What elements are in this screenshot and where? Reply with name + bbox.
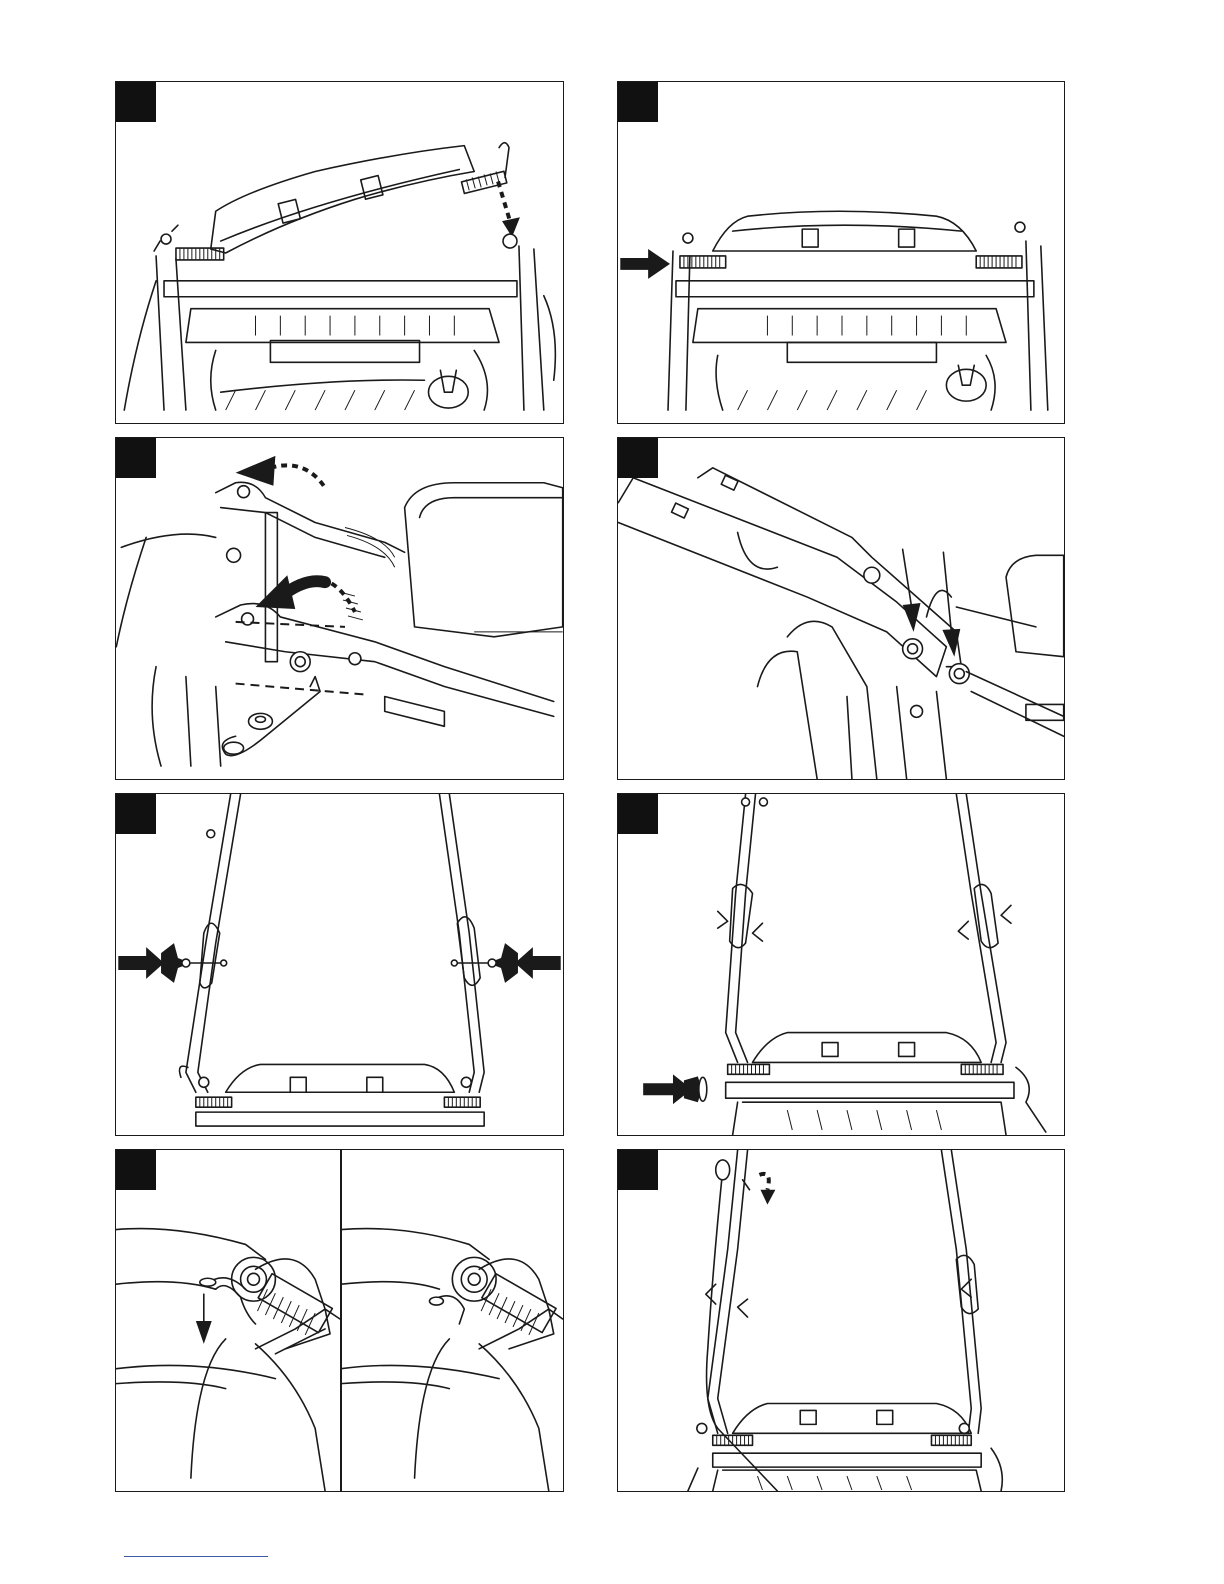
figure-panel-8 [617,1149,1065,1492]
step-badge-7 [116,1150,156,1190]
figure-panel-1 [115,81,564,424]
step-badge-8 [618,1150,658,1190]
retaining-clip-detail-illustration [116,1150,563,1491]
mower-handle-spring-pushed-illustration [618,82,1064,423]
footer-rule [124,1556,268,1557]
figure-panel-7 [115,1149,564,1492]
figure-panel-2 [617,81,1065,424]
upper-handle-knobs-illustration [116,794,563,1135]
step-badge-6 [618,794,658,834]
cable-routing-illustration [618,1150,1064,1491]
step-badge-4 [618,438,658,478]
figure-panel-5 [115,793,564,1136]
step-badge-2 [618,82,658,122]
handle-cap-insert-illustration [618,794,1064,1135]
step-badge-3 [116,438,156,478]
step-badge-5 [116,794,156,834]
figure-panel-4 [617,437,1065,780]
handle-bracket-rotate-illustration [116,438,563,779]
lower-handle-bolts-illustration [618,438,1064,779]
mower-handle-spring-illustration [116,82,563,423]
figure-panel-3 [115,437,564,780]
step-badge-1 [116,82,156,122]
figure-panel-6 [617,793,1065,1136]
